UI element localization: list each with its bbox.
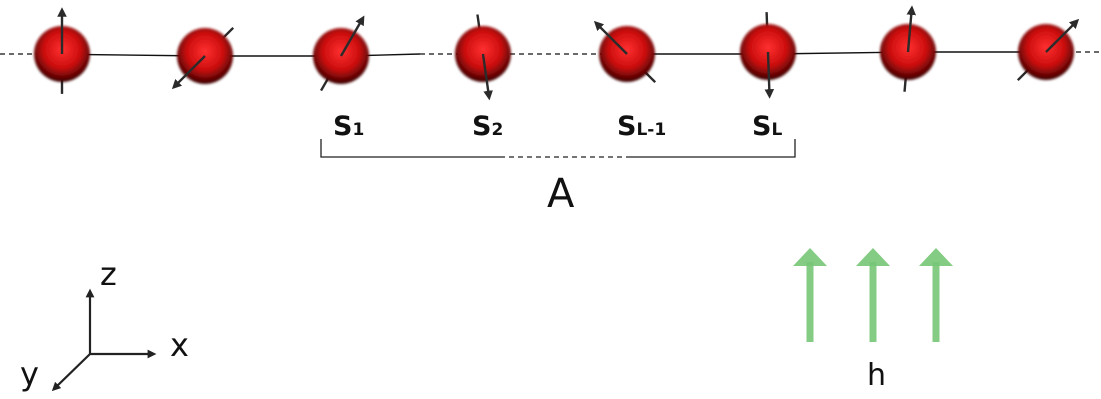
y-axis (51, 353, 91, 392)
field-arrow (856, 248, 890, 342)
field-arrow-shaft (932, 262, 940, 342)
bracket-right (630, 139, 796, 158)
spin-arrow (764, 51, 775, 99)
spin-arrow (481, 53, 493, 101)
spin-arrow (171, 55, 206, 90)
field-arrow-shaft (806, 262, 814, 342)
spin-site (593, 20, 657, 84)
subsystem-label: A (547, 171, 575, 217)
spin-site (34, 7, 90, 94)
field-label: h (867, 358, 886, 393)
spin-arrow (339, 15, 365, 57)
spin-arrow (593, 20, 628, 55)
magnetic-field: h (793, 248, 953, 393)
field-arrow (919, 248, 953, 342)
site-label-s1: S1 (333, 111, 364, 142)
spin-sites (34, 5, 1080, 101)
spin-arrow (1045, 18, 1080, 53)
spin-site (740, 12, 796, 99)
z-axis-label: z (100, 255, 117, 293)
site-labels: S1 S2 SL-1 SL (333, 111, 782, 142)
site-label-sl-1: SL-1 (617, 111, 666, 142)
spin-arrow (906, 5, 917, 53)
chain-solid-line-right (600, 51, 1040, 55)
chain-solid-line (39, 53, 421, 57)
site-label-s2: S2 (472, 111, 503, 142)
field-arrow-shaft (869, 262, 877, 342)
field-arrow (793, 248, 827, 342)
spin-site (1016, 18, 1080, 82)
field-arrow-head (793, 248, 827, 266)
spin-site (455, 14, 511, 101)
field-arrow-head (919, 248, 953, 266)
spin-site (171, 26, 235, 90)
site-label-sl: SL (752, 111, 782, 142)
x-axis-label: x (170, 326, 189, 364)
spin-site (880, 5, 936, 92)
spin-site (313, 15, 369, 92)
field-arrow-head (856, 248, 890, 266)
subsystem-bracket: A (320, 139, 796, 217)
y-axis-label: y (20, 355, 39, 393)
bracket-left (320, 139, 500, 158)
coordinate-axes: z x y (20, 255, 189, 393)
